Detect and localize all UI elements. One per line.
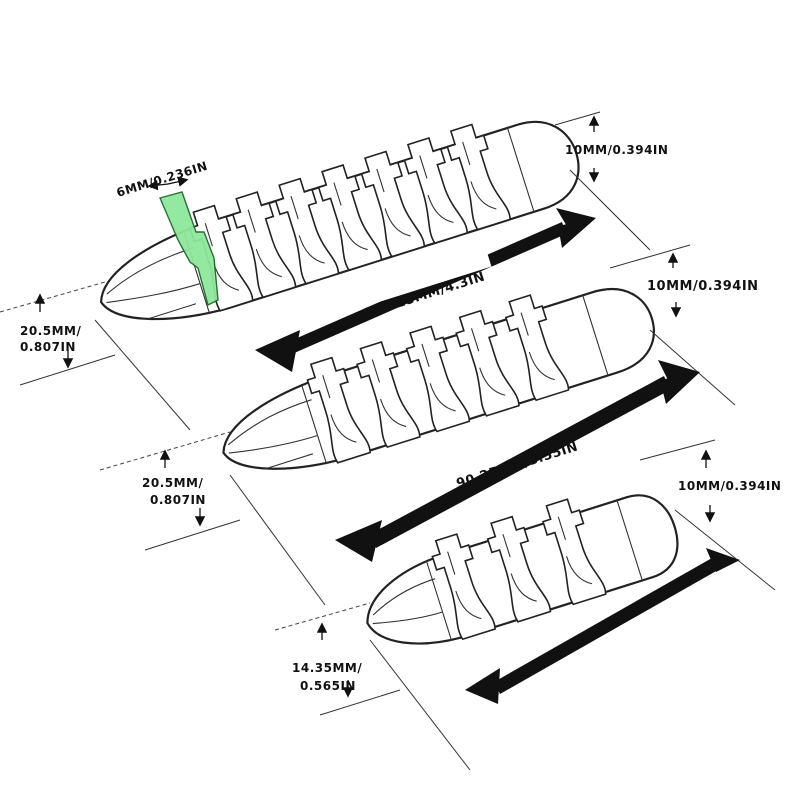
- length-arrows: [255, 208, 740, 704]
- cable-slot: [317, 164, 383, 272]
- organizer-7-slot: [100, 120, 580, 321]
- slot-width-highlight: [159, 191, 219, 307]
- cable-slot: [356, 341, 421, 449]
- slot-width-label: 6MM/0.236IN: [115, 159, 210, 200]
- height-label-2: 10MM/0.394IN: [647, 279, 759, 294]
- cable-slot: [542, 498, 607, 606]
- guide-lines: [0, 111, 776, 771]
- cable-slot: [360, 150, 426, 258]
- cable-slot: [231, 191, 297, 299]
- cable-slot: [486, 515, 552, 623]
- height-label-1: 10MM/0.394IN: [565, 143, 668, 157]
- cable-slot: [446, 123, 511, 231]
- height-label-3: 10MM/0.394IN: [678, 479, 781, 493]
- cable-slot: [431, 533, 496, 641]
- cable-slot: [274, 177, 340, 285]
- cable-slot: [405, 325, 471, 433]
- length-arrow-1: [255, 208, 596, 372]
- cable-slot: [403, 136, 469, 245]
- depth-label-1-line2: 0.807IN: [20, 340, 76, 354]
- depth-label-2-line1: 20.5MM/: [142, 476, 203, 490]
- cable-slot: [504, 294, 570, 402]
- organizer-5-slot: [222, 287, 655, 470]
- length-arrow-3: [465, 548, 740, 704]
- depth-label-2-line2: 0.807IN: [150, 493, 206, 507]
- depth-label-3-line2: 0.565IN: [300, 679, 356, 693]
- small-dimension-arrows: [34, 115, 716, 698]
- cable-slot: [455, 309, 520, 417]
- length-label-2: 90.25MM/3.55IN: [455, 439, 580, 491]
- length-arrow-2: [335, 360, 700, 562]
- cable-slot: [306, 356, 371, 464]
- depth-label-1-line1: 20.5MM/: [20, 324, 81, 338]
- depth-label-3-line1: 14.35MM/: [292, 661, 362, 675]
- organizer-3-slot: [366, 494, 679, 645]
